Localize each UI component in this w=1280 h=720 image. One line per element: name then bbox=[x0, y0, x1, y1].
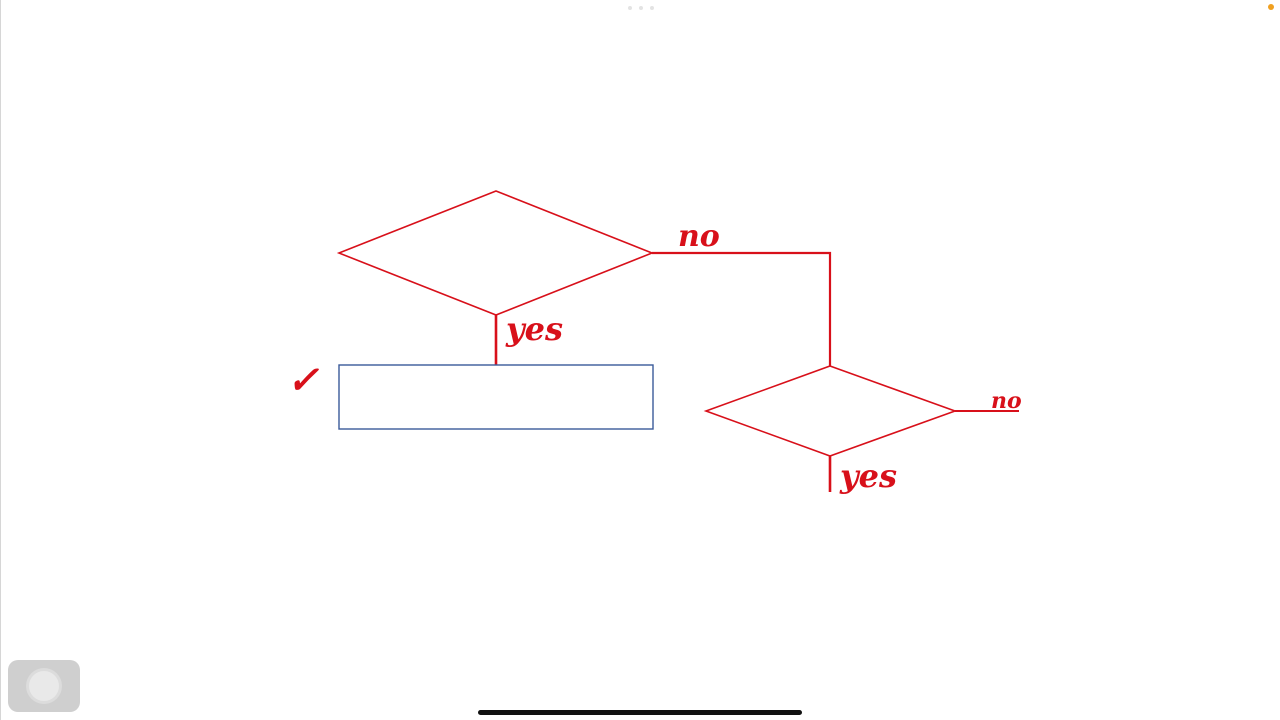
multitasking-dot bbox=[650, 6, 654, 10]
assistive-touch-icon bbox=[29, 671, 59, 701]
decision-diamond-bottom bbox=[703, 365, 958, 457]
label-top-yes: yes bbox=[505, 310, 563, 348]
connector-no-top bbox=[652, 251, 832, 366]
label-right-no: no bbox=[991, 388, 1022, 414]
multitasking-dot bbox=[628, 6, 632, 10]
home-indicator-bar[interactable] bbox=[478, 710, 802, 715]
label-top-no: no bbox=[678, 219, 720, 254]
assistive-touch-button[interactable] bbox=[8, 660, 80, 712]
status-indicator-dot bbox=[1268, 4, 1274, 10]
process-box bbox=[338, 364, 654, 430]
label-bottom-yes: yes bbox=[839, 457, 897, 495]
multitasking-dots[interactable] bbox=[628, 6, 654, 12]
decision-diamond-top bbox=[336, 190, 655, 316]
label-check-mark: ✓ bbox=[287, 357, 319, 402]
multitasking-dot bbox=[639, 6, 643, 10]
